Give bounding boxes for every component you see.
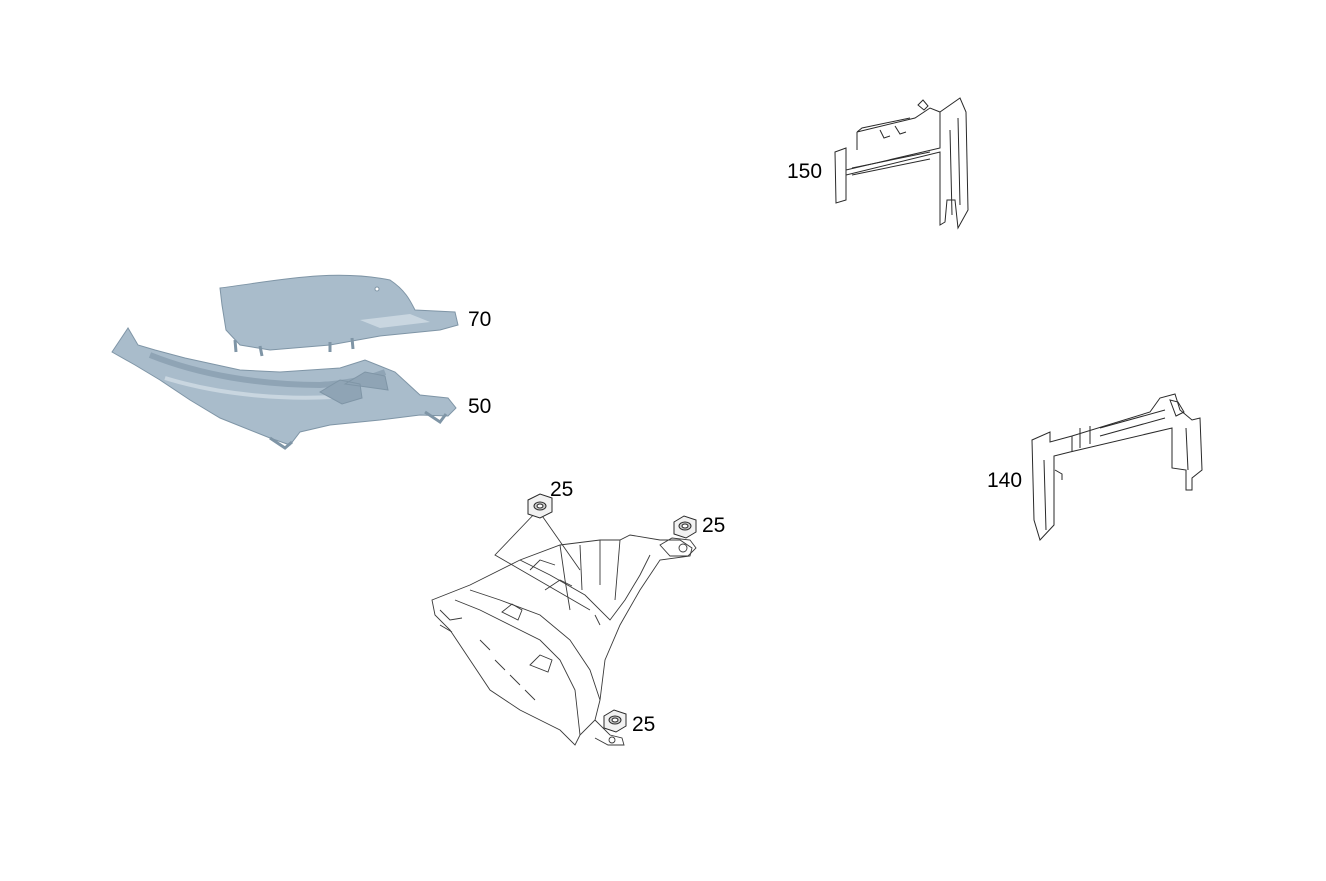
part-150-upper-bracket[interactable] — [834, 97, 969, 230]
nut-25-right[interactable] — [673, 515, 697, 539]
part-70-cover-panel[interactable] — [219, 274, 459, 357]
callout-part-70[interactable]: 70 — [468, 308, 492, 331]
part-140-lower-bracket[interactable] — [1031, 393, 1203, 541]
nut-25-bottom[interactable] — [603, 709, 627, 733]
callout-nut-25-top[interactable]: 25 — [550, 478, 574, 501]
callout-part-140[interactable]: 140 — [987, 469, 1023, 492]
callout-nut-25-bottom[interactable]: 25 — [632, 713, 656, 736]
main-support-frame[interactable] — [431, 509, 697, 746]
nut-25-top[interactable] — [527, 493, 553, 519]
part-50-floor-frame[interactable] — [111, 327, 457, 450]
callout-part-150[interactable]: 150 — [787, 160, 823, 183]
callout-nut-25-right[interactable]: 25 — [702, 514, 726, 537]
callout-part-50[interactable]: 50 — [468, 395, 492, 418]
